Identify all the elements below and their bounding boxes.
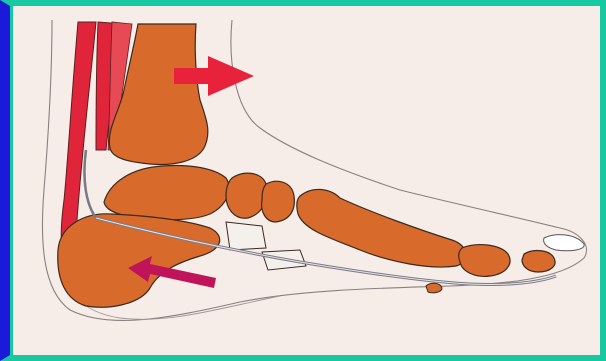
cuneiform xyxy=(262,181,295,222)
talus xyxy=(104,166,229,220)
tendon-guide xyxy=(84,150,96,218)
cuboid xyxy=(226,222,266,250)
toe-nail xyxy=(544,235,585,251)
distal-phalanx xyxy=(522,251,555,272)
proximal-phalanx xyxy=(459,245,510,277)
metatarsal xyxy=(297,189,466,267)
sesamoid-bone xyxy=(426,283,442,293)
navicular xyxy=(226,173,267,218)
